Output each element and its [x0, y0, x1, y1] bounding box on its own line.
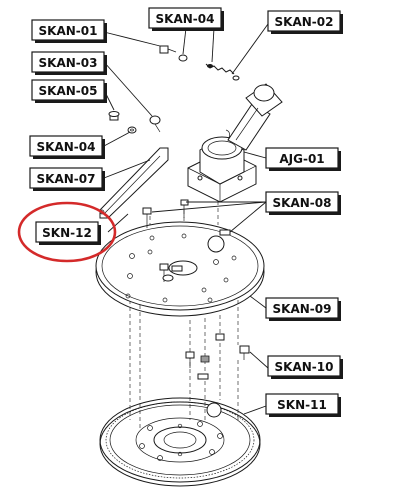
label-skan05: SKAN-05: [31, 79, 107, 103]
highlight-circle: [17, 201, 117, 263]
label-skan03-text: SKAN-03: [39, 56, 98, 70]
label-skan09-text: SKAN-09: [273, 302, 332, 316]
housing-ajg01: [187, 83, 283, 203]
label-ajg01: AJG-01: [265, 147, 341, 171]
bolts-skan10: [185, 333, 250, 380]
spring-skan02: [205, 63, 240, 81]
screw-skan05: [108, 111, 120, 121]
label-skan09: SKAN-09: [265, 297, 341, 321]
label-skn12: SKN-12: [35, 221, 101, 245]
label-skan08: SKAN-08: [265, 191, 341, 215]
label-skn12-text: SKN-12: [42, 226, 92, 240]
leader-lines: [103, 23, 269, 415]
label-skn11-text: SKN-11: [277, 398, 327, 412]
label-skan01-text: SKAN-01: [39, 24, 98, 38]
label-skan04-left: SKAN-04: [29, 135, 105, 159]
screw-skan03: [149, 115, 161, 133]
screw-skan01: [159, 45, 177, 54]
label-skan04-left-text: SKAN-04: [37, 140, 96, 154]
label-skan01: SKAN-01: [31, 19, 107, 43]
label-skan10: SKAN-10: [267, 355, 343, 379]
label-skan03: SKAN-03: [31, 51, 107, 75]
label-skan10-text: SKAN-10: [275, 360, 334, 374]
label-skan04-top-text: SKAN-04: [156, 12, 215, 26]
label-skan04-top: SKAN-04: [148, 7, 224, 31]
label-skan02: SKAN-02: [267, 10, 343, 34]
washer-skan04-left: [127, 126, 137, 134]
label-skan07-text: SKAN-07: [37, 172, 96, 186]
label-ajg01-text: AJG-01: [279, 152, 324, 166]
label-skan07: SKAN-07: [29, 167, 105, 191]
label-skn11: SKN-11: [265, 393, 341, 417]
label-skan02-text: SKAN-02: [275, 15, 334, 29]
washer-skan04-top: [178, 54, 188, 62]
label-skan05-text: SKAN-05: [39, 84, 98, 98]
label-skan08-text: SKAN-08: [273, 196, 332, 210]
ring-gear-skn11: [99, 397, 261, 487]
bracket-skan07: [99, 147, 169, 219]
plate-screws-skan08: [142, 199, 231, 282]
